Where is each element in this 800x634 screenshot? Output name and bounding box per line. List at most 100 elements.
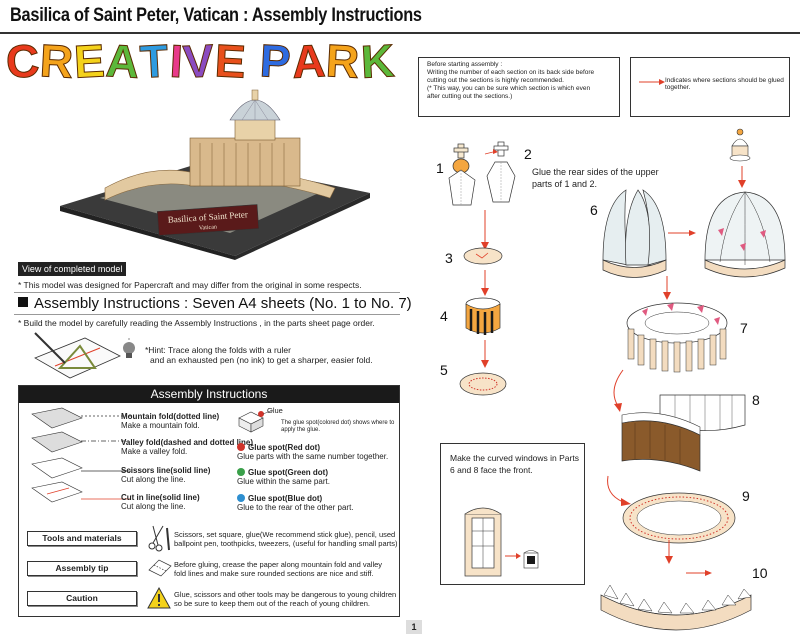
valley-fold-desc: Make a valley fold. xyxy=(121,447,188,456)
step-number-3: 3 xyxy=(445,250,453,266)
hint-line-1: *Hint: Trace along the folds with a rule… xyxy=(145,345,291,355)
completed-model-illustration: Basilica of Saint Peter Vatican xyxy=(60,89,370,260)
cut-in-line-title: Cut in line(solid line) xyxy=(121,493,200,502)
part-4-drum xyxy=(465,297,501,335)
step-number-1: 1 xyxy=(436,160,444,176)
warning-icon xyxy=(147,586,171,609)
step-2-text-line-2: parts of 1 and 2. xyxy=(532,179,598,189)
logo-letter: R xyxy=(38,34,76,89)
header-rule xyxy=(0,32,800,34)
step-number-2: 2 xyxy=(524,146,532,162)
curved-windows-text: Make the curved windows in Parts 6 and 8… xyxy=(450,453,579,475)
step-number-8: 8 xyxy=(752,392,760,408)
hint-text: *Hint: Trace along the folds with a rule… xyxy=(145,345,373,365)
blue-glue-title: Glue spot(Blue dot) xyxy=(248,494,323,503)
window-front-illustration xyxy=(464,507,502,577)
cut-in-line-legend: Cut in line(solid line) Cut along the li… xyxy=(121,493,200,511)
model-note: * This model was designed for Papercraft… xyxy=(18,280,362,290)
step-number-7: 7 xyxy=(740,320,748,336)
part-6-dome-sections xyxy=(602,189,667,278)
logo-letter: C xyxy=(4,34,42,89)
step-number-6: 6 xyxy=(590,202,598,218)
lantern-top-part xyxy=(729,128,751,162)
before-line-5: after cutting out the sections.) xyxy=(427,93,513,100)
assembly-tip-label: Assembly tip xyxy=(27,561,137,576)
mountain-fold-title: Mountain fold(dotted line) xyxy=(121,412,220,421)
part-7-drum-ring xyxy=(626,302,728,373)
arrow-right-icon xyxy=(686,570,712,576)
glue-arrow-legend-text: Indicates where sections should be glued… xyxy=(665,77,784,91)
logo-letter: A xyxy=(104,34,142,89)
step-2-text-line-1: Glue the rear sides of the upper xyxy=(532,167,659,177)
part-9-ring xyxy=(622,492,736,544)
mountain-fold-legend: Mountain fold(dotted line) Make a mounta… xyxy=(121,412,219,430)
before-line-1: Before starting assembly : xyxy=(427,61,503,68)
arrow-down-icon xyxy=(663,276,671,300)
hint-line-2: and an exhausted pen (no ink) to get a s… xyxy=(150,355,373,365)
step-number-9: 9 xyxy=(742,488,750,504)
green-glue-desc: Glue within the same part. xyxy=(237,477,330,486)
completed-model-label: View of completed model xyxy=(18,262,127,276)
tools-label: Tools and materials xyxy=(27,531,137,546)
assembly-instructions-title: Assembly Instructions xyxy=(19,386,399,403)
glue-note: The glue spot(colored dot) shows where t… xyxy=(281,420,395,433)
green-glue-legend: Glue spot(Green dot) Glue within the sam… xyxy=(237,468,330,486)
tip-text-1: Before gluing, crease the paper along mo… xyxy=(174,560,383,569)
tools-text-1: Scissors, set square, glue(We recommend … xyxy=(174,530,396,539)
glue-tab-illustration xyxy=(238,409,274,433)
arrow-down-icon xyxy=(481,270,489,296)
tip-text-2: fold lines and make sure rounded section… xyxy=(174,569,374,578)
step-2-text: Glue the rear sides of the upper parts o… xyxy=(532,166,659,190)
tools-text-2: ballpoint pen, toothpicks, tweezers, (us… xyxy=(174,539,398,548)
green-dot-icon xyxy=(237,468,245,476)
part-5-disc xyxy=(459,372,507,396)
logo-letter: R xyxy=(325,34,363,89)
step-number-4: 4 xyxy=(440,308,448,324)
part-3-disc xyxy=(463,247,503,265)
step-number-10: 10 xyxy=(752,565,768,581)
fold-trace-illustration xyxy=(34,332,121,379)
logo-letter: V xyxy=(181,34,217,89)
part-8-curved-windows xyxy=(621,394,746,472)
window-small-illustration xyxy=(523,550,539,569)
blue-glue-desc: Glue to the rear of the other part. xyxy=(237,503,354,512)
fold-examples-illustration xyxy=(31,407,83,503)
logo-letter: P xyxy=(259,34,294,89)
blue-glue-legend: Glue spot(Blue dot) Glue to the rear of … xyxy=(237,494,354,512)
bullet-square-icon xyxy=(18,297,28,307)
line-type-samples xyxy=(81,415,131,500)
step-number-5: 5 xyxy=(440,362,448,378)
assembly-tip-text: Before gluing, crease the paper along mo… xyxy=(174,560,382,578)
glue-arrow-icon xyxy=(639,79,665,85)
logo-letter: A xyxy=(290,34,328,89)
part-10-base-ring xyxy=(600,584,752,631)
red-glue-title: Glue spot(Red dot) xyxy=(248,443,320,452)
assembly-instructions-box: Assembly Instructions Mountain fold(dott… xyxy=(18,385,400,617)
glue-label: Glue xyxy=(267,406,283,415)
parts-1-2-illustration xyxy=(448,141,516,206)
mountain-fold-desc: Make a mountain fold. xyxy=(121,421,200,430)
sheets-heading-text: Assembly Instructions : Seven A4 sheets … xyxy=(34,295,412,312)
caution-text: Glue, scissors and other tools may be da… xyxy=(174,590,396,608)
before-assembly-box: Before starting assembly : Writing the n… xyxy=(418,57,620,117)
blue-dot-icon xyxy=(237,494,245,502)
red-glue-legend: Glue spot(Red dot) Glue parts with the s… xyxy=(237,443,388,461)
logo-letter: T xyxy=(139,34,172,88)
arrow-down-icon xyxy=(481,340,489,368)
valley-fold-title: Valley fold(dashed and dotted line) xyxy=(121,438,254,447)
build-note: * Build the model by carefully reading t… xyxy=(18,318,375,328)
arrow-down-icon xyxy=(481,210,489,250)
legend-arrow-box: Indicates where sections should be glued… xyxy=(630,57,790,117)
green-glue-title: Glue spot(Green dot) xyxy=(248,468,328,477)
tools-text: Scissors, set square, glue(We recommend … xyxy=(174,530,397,548)
document-title: Basilica of Saint Peter, Vatican : Assem… xyxy=(10,5,422,26)
model-sign-subtitle: Vatican xyxy=(199,224,217,231)
divider xyxy=(14,292,400,293)
caution-text-1: Glue, scissors and other tools may be da… xyxy=(174,590,397,599)
caution-label: Caution xyxy=(27,591,137,606)
before-line-4: (* This way, you can be sure which secti… xyxy=(427,85,591,92)
red-dot-icon xyxy=(237,443,245,451)
assembled-dome xyxy=(704,191,786,278)
arrow-down-icon xyxy=(665,540,673,564)
curved-windows-note-box: Make the curved windows in Parts 6 and 8… xyxy=(440,443,585,585)
